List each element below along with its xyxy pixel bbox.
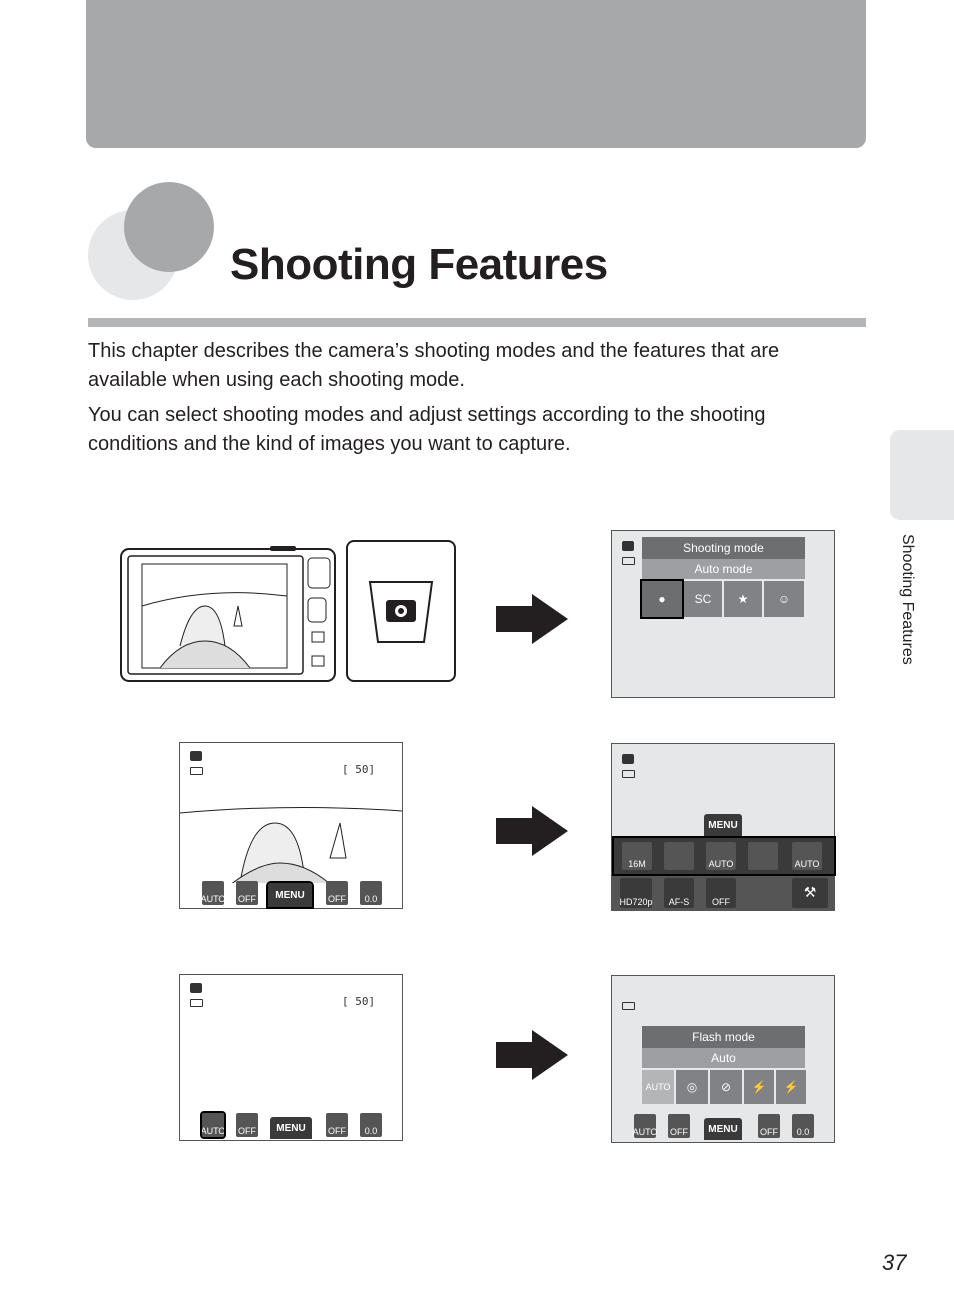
flash-fill-option[interactable]: ⚡	[744, 1070, 774, 1104]
setup-item[interactable]: ⚒	[792, 878, 828, 908]
menu-tab[interactable]: MENU	[704, 814, 742, 836]
continuous-item[interactable]	[664, 842, 694, 870]
shooting-mode-screen: Shooting mode Auto mode ● SC ★ ☺	[611, 530, 835, 698]
battery-icon	[622, 770, 635, 778]
vr-item[interactable]: OFF	[706, 878, 736, 908]
flash-button[interactable]: AUTO	[200, 1111, 226, 1139]
exposure-button[interactable]: 0.0	[792, 1114, 814, 1138]
flash-off-option[interactable]: ⊘	[710, 1070, 742, 1104]
live-view-screen-menu: [ 50] AUTO OFF MENU OFF 0.0	[179, 742, 403, 909]
macro-button[interactable]: OFF	[326, 881, 348, 905]
iso-item[interactable]: AUTO	[706, 842, 736, 870]
intro-paragraph-2: You can select shooting modes and adjust…	[88, 404, 766, 455]
camera-mode-icon	[622, 541, 634, 551]
portrait-scene	[180, 806, 402, 883]
intro-paragraph-1: This chapter describes the camera’s shoo…	[88, 340, 780, 391]
color-options-item[interactable]	[748, 842, 778, 870]
image-mode-item[interactable]: 16M	[622, 842, 652, 870]
smart-portrait-option[interactable]: ★	[724, 581, 762, 617]
scene-mode-option[interactable]: SC	[684, 581, 722, 617]
flash-button[interactable]: AUTO	[201, 881, 225, 905]
chapter-circle-dark	[124, 182, 214, 272]
macro-button[interactable]: OFF	[326, 1113, 348, 1137]
self-timer-button[interactable]: OFF	[236, 1113, 258, 1137]
camera-mode-icon	[190, 983, 202, 993]
exposures-remaining: [ 50]	[342, 763, 376, 776]
arrow-right-icon	[496, 806, 568, 856]
shooting-menu-screen: MENU 16M AUTO AUTO HD720p AF-S OFF ⚒	[611, 743, 836, 911]
live-view-screen-flash: [ 50] AUTO OFF MENU OFF 0.0	[179, 974, 403, 1141]
smile-mode-option[interactable]: ☺	[764, 581, 804, 617]
arrow-right-icon	[496, 594, 568, 644]
white-balance-item[interactable]: AUTO	[792, 842, 822, 870]
flash-mode-subtitle: Auto	[642, 1048, 805, 1068]
exposure-button[interactable]: 0.0	[360, 881, 382, 905]
battery-icon	[190, 767, 203, 775]
side-tab	[890, 430, 954, 520]
movie-item[interactable]: HD720p	[619, 878, 653, 908]
page-number: 37	[882, 1250, 907, 1275]
chapter-header-band	[86, 0, 866, 148]
menu-button[interactable]: MENU	[266, 881, 314, 909]
battery-icon	[190, 999, 203, 1007]
self-timer-button[interactable]: OFF	[236, 881, 258, 905]
battery-icon	[622, 557, 635, 565]
macro-button[interactable]: OFF	[758, 1114, 780, 1138]
camera-body-illustration	[120, 546, 336, 682]
auto-mode-option[interactable]: ●	[640, 579, 684, 619]
menu-button[interactable]: MENU	[270, 1117, 312, 1139]
shooting-mode-header: Shooting mode	[642, 537, 805, 559]
flash-button[interactable]: AUTO	[633, 1114, 657, 1138]
shooting-mode-subtitle: Auto mode	[642, 559, 805, 579]
menu-button[interactable]: MENU	[704, 1118, 742, 1140]
flash-mode-screen: Flash mode Auto AUTO ◎ ⊘ ⚡ ⚡ AUTO OFF ME…	[611, 975, 835, 1143]
movie-af-item[interactable]: AF-S	[664, 878, 694, 908]
title-rule	[88, 318, 866, 327]
flash-redeye-option[interactable]: ◎	[676, 1070, 708, 1104]
camera-mode-icon	[190, 751, 202, 761]
side-tab-label: Shooting Features	[899, 534, 916, 665]
mode-button-callout	[346, 540, 456, 682]
battery-icon	[622, 1002, 635, 1010]
chapter-title: Shooting Features	[230, 240, 608, 289]
exposures-remaining: [ 50]	[342, 995, 376, 1008]
flash-mode-header: Flash mode	[642, 1026, 805, 1048]
exposure-button[interactable]: 0.0	[360, 1113, 382, 1137]
flash-slow-sync-option[interactable]: ⚡	[776, 1070, 806, 1104]
arrow-right-icon	[496, 1030, 568, 1080]
camera-mode-icon	[622, 754, 634, 764]
flash-auto-option[interactable]: AUTO	[642, 1070, 674, 1104]
self-timer-button[interactable]: OFF	[668, 1114, 690, 1138]
